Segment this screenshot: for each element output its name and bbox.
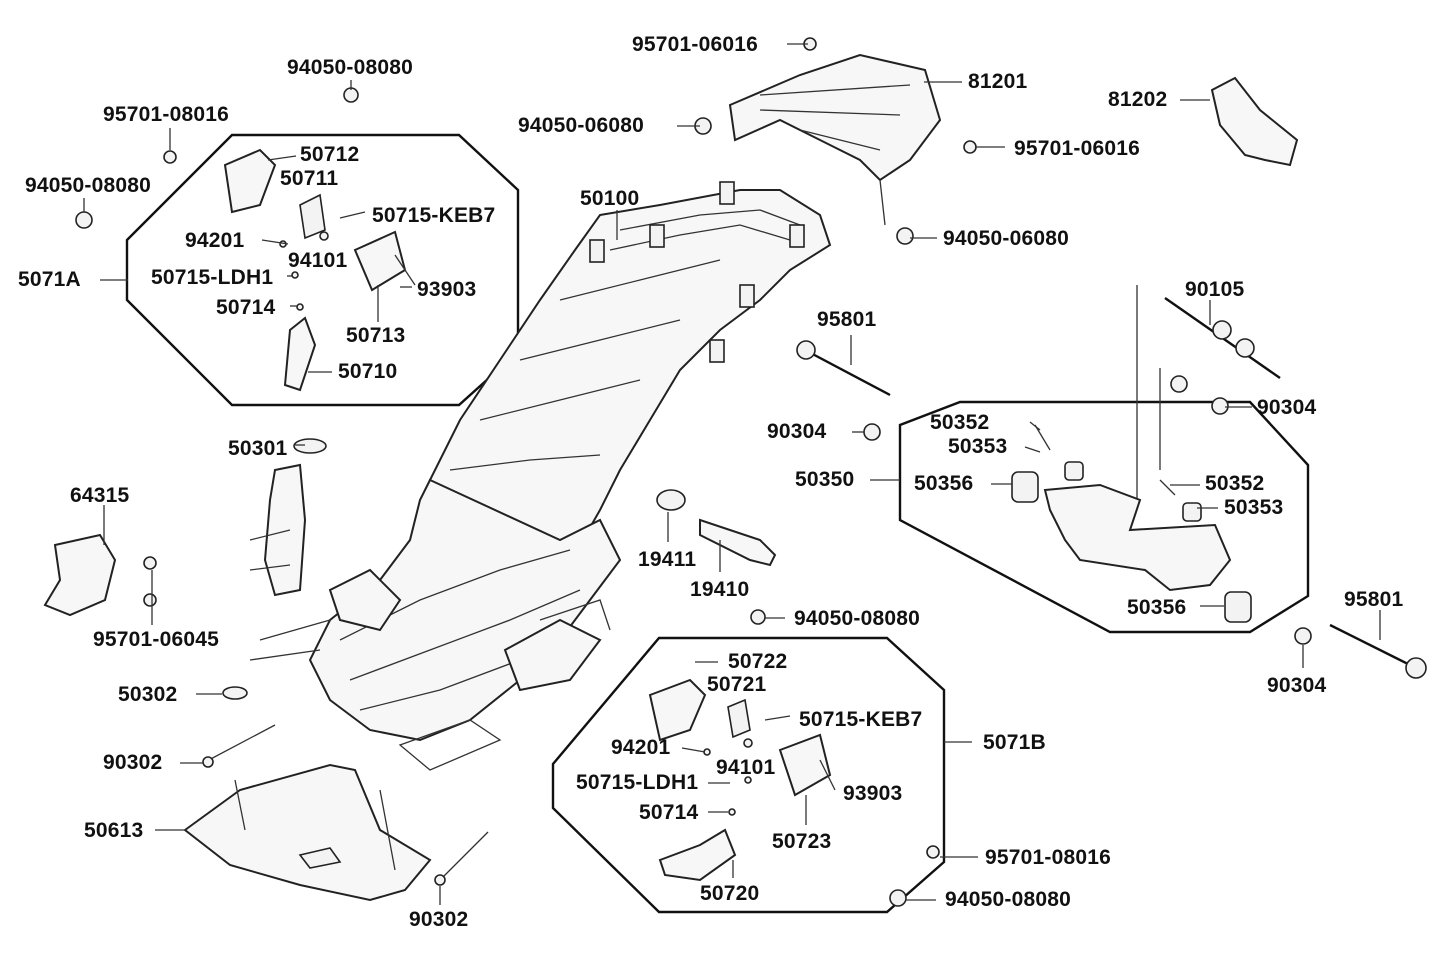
label-94050-06080-right: 94050-06080 (943, 227, 1069, 250)
label-50715-ldh1-a: 50715-LDH1 (151, 266, 274, 289)
label-64315: 64315 (70, 484, 130, 507)
leader-lines (83, 43, 1381, 905)
steering-head-drawing (222, 438, 327, 700)
label-50721: 50721 (707, 673, 767, 696)
clamp-19411-drawing (656, 489, 686, 511)
label-50613: 50613 (84, 819, 144, 842)
label-50356-a: 50356 (914, 472, 974, 495)
label-90304-a: 90304 (1257, 396, 1317, 419)
long-bolt-95801-drawing (796, 340, 1427, 679)
bolt-90105-drawing (1136, 285, 1281, 507)
label-50714-a: 50714 (216, 296, 276, 319)
label-95701-06016-right: 95701-06016 (1014, 137, 1140, 160)
label-94201-a: 94201 (185, 229, 245, 252)
label-90302-a: 90302 (103, 751, 163, 774)
label-81202: 81202 (1108, 88, 1168, 111)
label-90302-b: 90302 (409, 908, 469, 931)
label-50353-a: 50353 (948, 435, 1008, 458)
group-50350-outline (898, 400, 1310, 634)
label-95801-b: 95801 (1344, 588, 1404, 611)
label-93903-a: 93903 (417, 278, 477, 301)
label-95701-08016-right: 95701-08016 (985, 846, 1111, 869)
group-5071a-outline (125, 133, 520, 407)
label-50302: 50302 (118, 683, 178, 706)
label-94050-08080-left: 94050-08080 (25, 174, 151, 197)
label-94201-b: 94201 (611, 736, 671, 759)
main-frame-drawing (249, 181, 832, 771)
label-90304-c: 90304 (1267, 674, 1327, 697)
label-50720: 50720 (700, 882, 760, 905)
label-50713: 50713 (346, 324, 406, 347)
label-50715-keb7-a: 50715-KEB7 (372, 204, 496, 227)
carrier-81201-drawing (694, 37, 977, 245)
label-50711: 50711 (280, 167, 339, 190)
label-95801-a: 95801 (817, 308, 877, 331)
label-50352-a: 50352 (930, 411, 990, 434)
label-81201: 81201 (968, 70, 1028, 93)
label-94101-a: 94101 (288, 249, 348, 272)
label-50722: 50722 (728, 650, 788, 673)
label-50710: 50710 (338, 360, 398, 383)
label-95701-08016-left: 95701-08016 (103, 103, 229, 126)
label-19411: 19411 (638, 548, 697, 571)
label-50715-ldh1-b: 50715-LDH1 (576, 771, 699, 794)
label-94050-08080-mid: 94050-08080 (794, 607, 920, 630)
label-50356-b: 50356 (1127, 596, 1187, 619)
label-50715-keb7-b: 50715-KEB7 (799, 708, 923, 731)
label-95701-06016-top: 95701-06016 (632, 33, 758, 56)
hose-19410-drawing (699, 518, 777, 567)
undercover-50613-drawing (183, 724, 489, 902)
label-94050-08080-top: 94050-08080 (287, 56, 413, 79)
label-5071b: 5071B (983, 731, 1046, 754)
label-50712: 50712 (300, 143, 360, 166)
label-50714-b: 50714 (639, 801, 699, 824)
label-50301: 50301 (228, 437, 288, 460)
label-94050-08080-bottom: 94050-08080 (945, 888, 1071, 911)
label-95701-06045: 95701-06045 (93, 628, 219, 651)
label-94101-b: 94101 (716, 756, 776, 779)
group-5071b-parts (648, 678, 940, 907)
group-5071b-outline (551, 636, 946, 914)
label-94050-06080-top: 94050-06080 (518, 114, 644, 137)
label-93903-b: 93903 (843, 782, 903, 805)
label-50350: 50350 (795, 468, 855, 491)
label-5071a: 5071A (18, 268, 81, 291)
label-50723: 50723 (772, 830, 832, 853)
label-90105: 90105 (1185, 278, 1245, 301)
label-50353-b: 50353 (1224, 496, 1284, 519)
label-50100: 50100 (580, 187, 640, 210)
license-bracket-81202-drawing (1210, 76, 1299, 167)
label-19410: 19410 (690, 578, 750, 601)
group-5071a-parts (75, 87, 416, 392)
bracket-64315-drawing (43, 533, 117, 617)
label-90304-b: 90304 (767, 420, 827, 443)
engine-hanger-50350-drawing (863, 423, 1252, 623)
label-50352-b: 50352 (1205, 472, 1265, 495)
